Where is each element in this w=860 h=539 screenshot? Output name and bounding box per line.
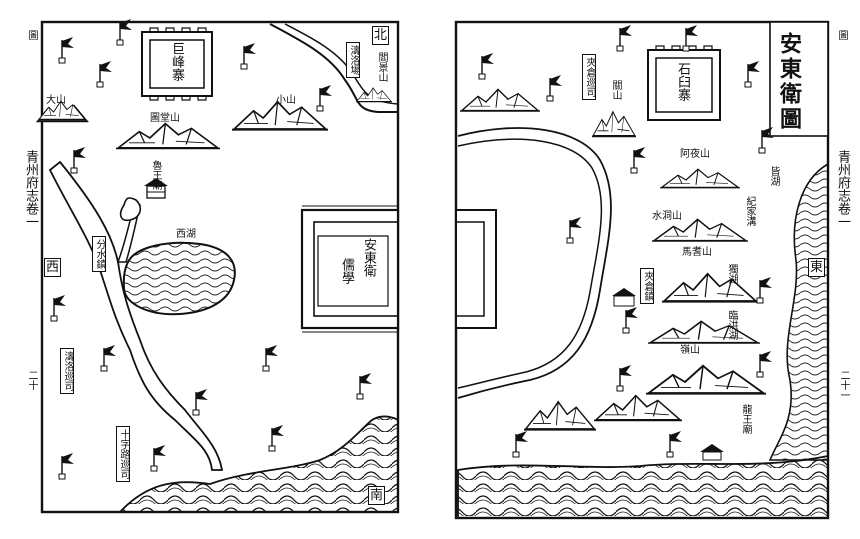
place-label-taoluochang: 濤洛場: [346, 42, 360, 78]
west-label: 西: [44, 258, 62, 277]
mountain-label-xiao: 小山: [276, 95, 296, 106]
shijiu-fort: [647, 45, 721, 121]
mountain-label-tutang: 圖堂山: [150, 113, 180, 124]
school-label: 儒學: [339, 258, 354, 284]
building-icon: [612, 288, 636, 307]
fort-label-andong: 安東衛: [361, 238, 376, 277]
fort-label-shijiu: 石臼寨: [675, 62, 690, 101]
mountain-label-maqi: 馬耆山: [682, 247, 712, 258]
temple-icon: [144, 178, 168, 199]
right-page: [454, 20, 830, 520]
mountain-label-yanjing: 閻景山: [376, 52, 387, 82]
margin-left-top: 圖: [26, 30, 37, 40]
mountain-label-da: 大山: [46, 95, 66, 106]
north-label: 北: [372, 26, 390, 45]
mountain-label-guanshan: 關山: [610, 80, 621, 100]
place-label-xihu: 西湖: [176, 229, 196, 240]
place-label-longwangmiao: 龍王廟: [740, 404, 751, 434]
place-label-fenshui: 分水鎮: [92, 236, 106, 272]
place-label-taoluoxunsi: 濤洛巡司: [60, 348, 74, 394]
place-label-jijiagou: 紀家溝: [744, 196, 755, 226]
place-label-jiehu: 皆湖: [768, 166, 779, 186]
margin-right-top: 圖: [836, 30, 847, 40]
mountain-label-ling: 嶺山: [680, 345, 700, 356]
andong-fort: [300, 205, 400, 333]
map-title: 安東衛圖: [776, 32, 802, 132]
mountain-label-shuidong: 水洞山: [652, 211, 682, 222]
juifeng-fort: [141, 27, 213, 101]
margin-left-bottom: 二十: [26, 370, 37, 390]
place-label-duhu: 獨湖: [726, 264, 737, 284]
place-label-jiacang-xunsi: 夾倉巡司: [582, 54, 596, 100]
place-label-linhonghu: 臨洪湖: [726, 310, 737, 340]
margin-right-bottom: 二十一: [838, 370, 849, 400]
margin-right-middle: 青州府志卷一: [835, 150, 850, 228]
fort-label-jufeng: 巨峰寨: [169, 42, 184, 81]
mountain-label-aye: 阿夜山: [680, 149, 710, 160]
east-label: 東: [808, 258, 826, 277]
south-label: 南: [368, 486, 386, 505]
place-label-luwangmiao: 魯王廟: [150, 160, 161, 190]
temple-icon: [700, 444, 724, 461]
place-label-jiacang-zhen: 夾倉鎮: [640, 268, 654, 304]
margin-left-middle: 青州府志卷一: [23, 150, 38, 228]
place-label-shizilu: 十字路巡司: [116, 426, 130, 482]
